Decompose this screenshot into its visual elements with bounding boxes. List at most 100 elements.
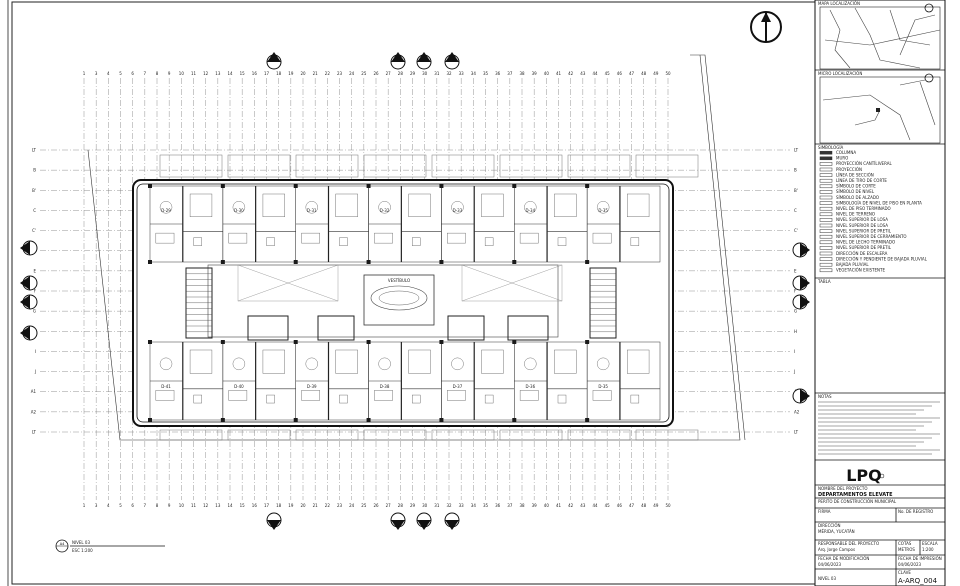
legend-item-label: PROYECCIÓN: [836, 167, 862, 172]
address: MÉRIDA, YUCATÁN: [818, 529, 855, 534]
grid-label-right: G: [794, 309, 797, 314]
unit-label: D-33: [453, 208, 463, 213]
legend-item-label: NIVEL DE TERRENO: [836, 212, 875, 217]
legend-item: LÍNEA DE TIRO DE CORTE: [819, 178, 887, 183]
section-markers-right: [792, 242, 810, 404]
unit-label: D-31: [307, 208, 317, 213]
grid-label-bottom: 48: [641, 503, 647, 508]
grid-label-top: 48: [641, 71, 647, 76]
legend-item-label: NIVEL SUPERIOR DE LOSA: [836, 223, 888, 228]
grid-label-top: 25: [361, 71, 367, 76]
grid-label-bottom: 18: [276, 503, 282, 508]
units-value: METROS: [898, 547, 915, 552]
signature-label: FIRMA: [818, 509, 831, 514]
grid-label-bottom: 28: [398, 503, 404, 508]
grid-label-left: LT: [32, 430, 37, 435]
apartment-unit: D-40: [220, 340, 296, 422]
apartment-unit: D-38: [366, 340, 442, 422]
grid-label-top: 50: [665, 71, 671, 76]
grid-label-right: E: [794, 268, 797, 273]
scale-value: 1:200: [922, 547, 934, 552]
micro-location-map: MICRO LOCALIZACIÓN: [818, 71, 941, 144]
view-level-label: NIVEL 03: [72, 540, 90, 545]
legend-item: NIVEL SUPERIOR DE CERRAMIENTO: [819, 234, 907, 239]
grid-label-bottom: 22: [325, 503, 331, 508]
legend-item: SIMBOLOGÍA DE NIVEL DE PISO EN PLANTA: [819, 200, 922, 205]
grid-label-top: 13: [215, 71, 221, 76]
grid-label-bottom: 10: [179, 503, 185, 508]
perimeter-box: [295, 154, 359, 178]
grid-label-bottom: 34: [471, 503, 477, 508]
grid-label-bottom: 35: [483, 503, 489, 508]
unit-label: D-40: [234, 384, 244, 389]
perimeter-box: [635, 154, 699, 178]
legend-item: PROYECCIÓN CANTÍLIVERAL: [819, 161, 892, 166]
legend-item: NIVEL SUPERIOR DE LOSA: [819, 223, 888, 228]
table-title: TABLA: [817, 279, 831, 284]
grid-label-top: 46: [617, 71, 623, 76]
apartment-unit: D-35: [585, 340, 661, 422]
unit-label: D-35: [598, 384, 608, 389]
grid-label-bottom: 32: [446, 503, 452, 508]
print-date-label: FECHA DE IMPRESIÓN: [898, 556, 942, 561]
legend-item-label: SÍMBOLO DE NIVEL: [836, 189, 875, 194]
perimeter-box: [499, 154, 563, 178]
grid-label-bottom: 37: [507, 503, 513, 508]
grid-label-top: 3: [95, 71, 98, 76]
legend-item-label: PROYECCIÓN CANTÍLIVERAL: [836, 161, 892, 166]
grid-label-bottom: 31: [434, 503, 440, 508]
grid-label-right: A2: [794, 409, 800, 414]
grid-label-top: 21: [313, 71, 319, 76]
legend-item-label: DIRECCIÓN Y PENDIENTE DE BAJADA PLUVIAL: [836, 256, 928, 261]
grid-label-top: 14: [227, 71, 233, 76]
grid-label-top: 36: [495, 71, 501, 76]
grid-label-top: 16: [252, 71, 258, 76]
grid-label-top: 24: [349, 71, 355, 76]
grid-label-top: 27: [386, 71, 392, 76]
building-inner-outline: [136, 183, 670, 423]
grid-label-bottom: 39: [532, 503, 538, 508]
legend-item: NIVEL SUPERIOR DE LOSA: [819, 217, 888, 222]
unit-label: D-35: [598, 208, 608, 213]
grid-label-left: A1: [31, 389, 37, 394]
registry-label: No. DE REGISTRO: [898, 509, 933, 514]
grid-label-top: 1: [83, 71, 86, 76]
grid-label-right: C: [794, 208, 797, 213]
grid-label-bottom: 15: [240, 503, 246, 508]
grid-label-bottom: 47: [629, 503, 635, 508]
grid-label-left: G: [33, 309, 36, 314]
grid-label-right: B: [794, 168, 797, 173]
grid-label-top: 7: [144, 71, 147, 76]
grid-label-top: 12: [203, 71, 209, 76]
apartment-unit: D-33: [439, 184, 515, 264]
grid-label-bottom: 33: [459, 503, 465, 508]
perimeter-box: [567, 154, 631, 178]
stair-core-right: [589, 267, 617, 339]
grid-label-bottom: 36: [495, 503, 501, 508]
grid-label-top: 5: [119, 71, 122, 76]
map2-title: MICRO LOCALIZACIÓN: [818, 71, 862, 76]
perimeter-box: [431, 429, 495, 441]
units-label: COTAS: [898, 541, 912, 546]
grid-label-bottom: 25: [361, 503, 367, 508]
grid-label-top: 23: [337, 71, 343, 76]
grid-label-top: 47: [629, 71, 635, 76]
grid-label-top: 11: [191, 71, 197, 76]
grid-label-bottom: 30: [422, 503, 428, 508]
unit-label: D-29: [161, 208, 171, 213]
legend-item: LÍNEA DE SECCIÓN: [819, 172, 874, 177]
address-label: DIRECCIÓN: [818, 523, 840, 528]
legend-item-label: SIMBOLOGÍA DE NIVEL DE PISO EN PLANTA: [836, 200, 922, 205]
grid-label-bottom: 11: [191, 503, 197, 508]
grid-label-top: 45: [605, 71, 611, 76]
notes-label: NOTAS: [818, 394, 832, 399]
legend-item: DIRECCIÓN DE ESCALERA: [819, 251, 888, 256]
registered-icon: [879, 473, 885, 479]
central-corridor: VESTÍBULO: [207, 264, 563, 338]
legend-item: MURO: [819, 156, 848, 161]
legend-item-label: LÍNEA DE SECCIÓN: [836, 172, 874, 177]
legend-item-label: NIVEL DE LECHO TERMINADO: [836, 240, 895, 245]
apartment-unit: D-29: [148, 184, 224, 264]
unit-label: D-39: [307, 384, 317, 389]
